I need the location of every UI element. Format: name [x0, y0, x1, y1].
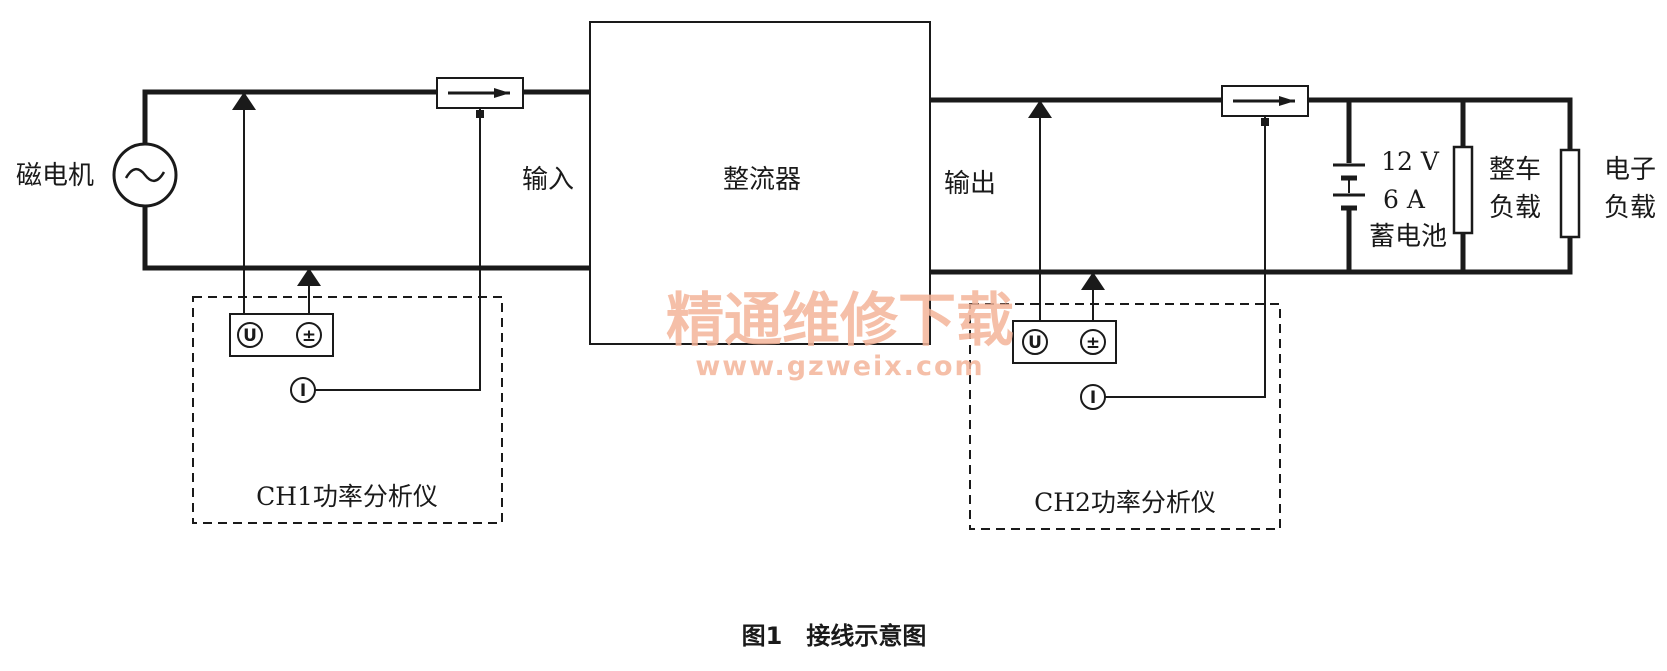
ch2-analyzer-boundary: [969, 303, 1281, 530]
ch1-power-analyzer: U ± I CH1功率分析仪: [192, 296, 503, 524]
rectifier-block: [589, 21, 931, 345]
electronic-load-label-line1: 电子: [1604, 155, 1656, 185]
rectifier: 整流器: [589, 21, 931, 345]
output-common-probe-arrow: [1081, 272, 1105, 290]
input-bottom-wire: [142, 205, 590, 271]
ch1-current-terminal: I: [300, 381, 306, 401]
input-current-shunt: [436, 77, 524, 109]
ch2-current-terminal: I: [1090, 388, 1096, 408]
input-circuit: [112, 89, 590, 271]
watermark-text: 精通维修下载: [666, 286, 1014, 354]
electronic-load-resistor: [1559, 148, 1581, 239]
input-voltage-probe-arrow: [232, 92, 256, 110]
ch1-common-terminal: ±: [302, 326, 316, 346]
output-label: 输出: [944, 169, 996, 199]
ch2-power-analyzer: U ± I CH2功率分析仪: [969, 303, 1281, 530]
battery-voltage-label: 12 V: [1381, 147, 1440, 176]
electronic-load-label-line2: 负载: [1604, 193, 1656, 223]
ch1-voltage-terminal: U: [243, 326, 257, 346]
ch2-analyzer-label: CH2功率分析仪: [1034, 488, 1216, 517]
vehicle-load-label-line1: 整车: [1489, 155, 1541, 185]
ch1-analyzer-boundary: [192, 296, 503, 524]
ch2-voltage-terminal: U: [1028, 333, 1042, 353]
watermark-url: www.gzweix.com: [695, 351, 984, 382]
vehicle-load-resistor: [1452, 100, 1474, 272]
ch1-voltage-terminal-block: [229, 313, 334, 357]
output-current-shunt: [1221, 85, 1309, 117]
input-common-probe-arrow: [297, 268, 321, 286]
output-circuit: [930, 97, 1573, 275]
generator-symbol: [112, 142, 178, 208]
battery-label: 蓄电池: [1369, 222, 1447, 252]
ch1-analyzer-label: CH1功率分析仪: [256, 482, 438, 511]
figure-caption: 图1 接线示意图: [742, 622, 927, 650]
battery-symbol: [1333, 100, 1365, 272]
ch2-voltage-terminal-block: [1012, 320, 1117, 364]
input-label: 输入: [522, 165, 574, 195]
battery-current-label: 6 A: [1383, 185, 1426, 214]
rectifier-label: 整流器: [723, 165, 801, 195]
output-bottom-wire: [930, 237, 1573, 275]
output-top-wire: [930, 97, 1573, 150]
vehicle-load-label-line2: 负载: [1489, 193, 1541, 223]
input-measurement-leads: [232, 92, 484, 391]
ch2-common-terminal: ±: [1086, 333, 1100, 353]
output-measurement-leads: [1028, 100, 1269, 398]
output-voltage-probe-arrow: [1028, 100, 1052, 118]
generator-label: 磁电机: [16, 161, 94, 191]
